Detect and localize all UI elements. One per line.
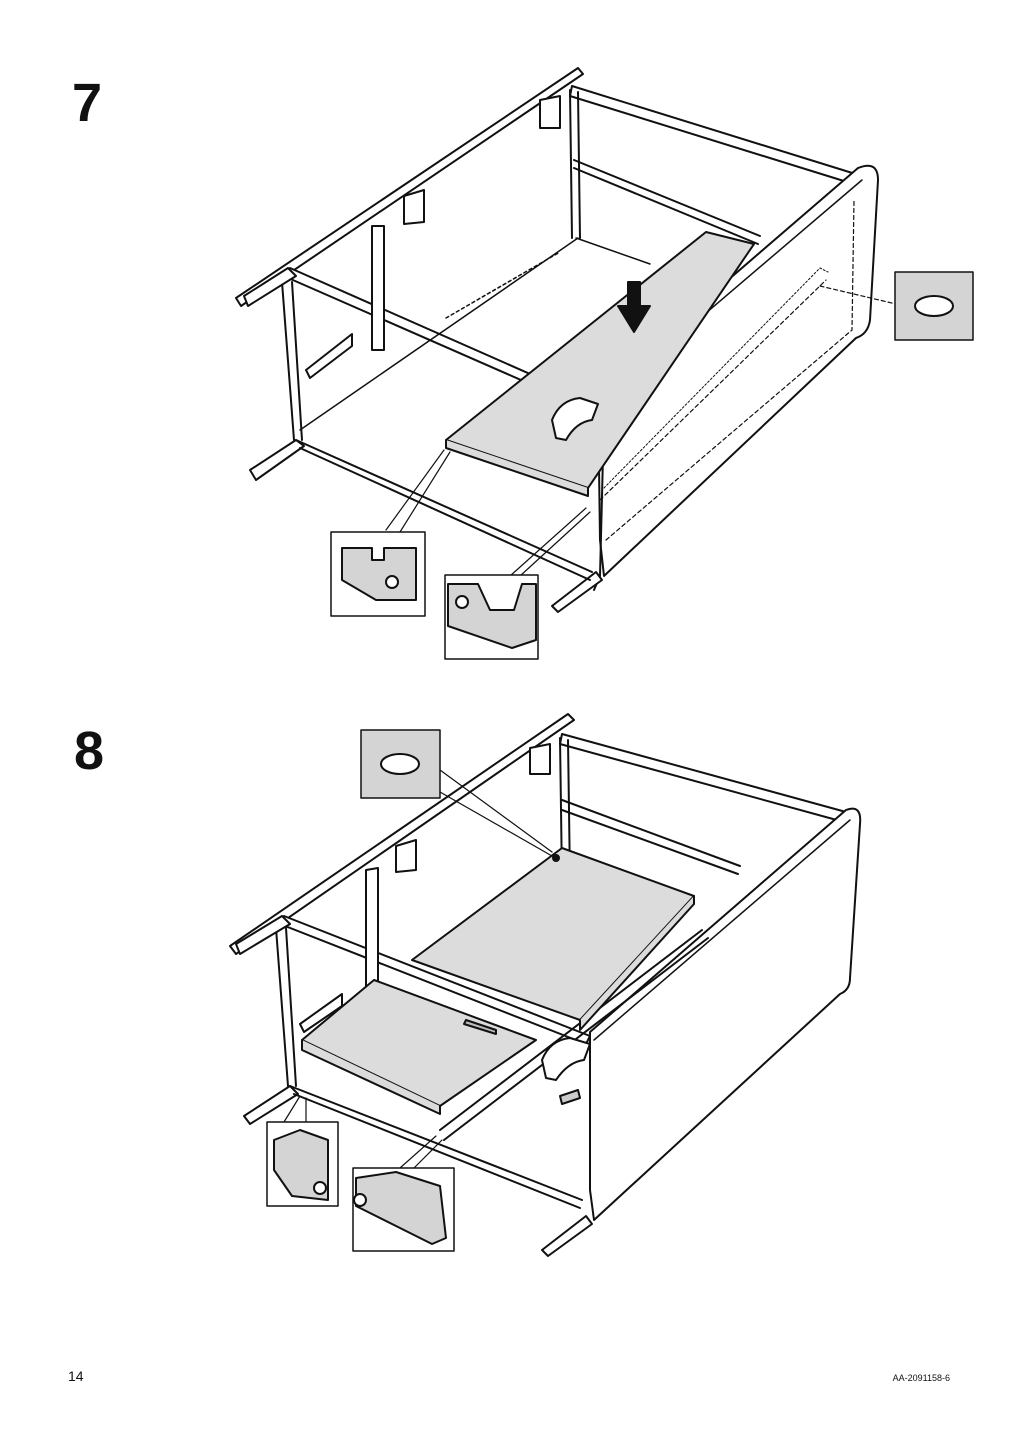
step-7-number: 7 [72,73,103,133]
inner-brackets [305,95,561,379]
document-code: AA-2091158-6 [892,1373,950,1383]
page-number: 14 [68,1368,84,1384]
bracket-detail-left-8 [266,1095,339,1207]
bracket-detail-left [330,449,451,617]
frame-bottom-rails [295,159,761,581]
frame-top-rails [235,67,863,413]
step-8-illustration [229,713,862,1257]
hole-detail-callout-8 [360,729,553,857]
side-panel-8 [589,807,862,1221]
frame-bottom-rails-8 [289,799,741,1209]
down-arrow-icon [617,281,651,333]
frame-legs [243,89,603,613]
bracket-detail-right [444,507,591,660]
lower-shelf-panel [301,979,537,1115]
hole-detail-callout [819,271,974,341]
rail-end [551,397,599,441]
shelf-panel [445,231,829,501]
upper-shelf-panel [411,847,695,1031]
step-8-number: 8 [74,721,105,781]
rail-end-8 [541,1037,591,1081]
step-7-illustration [235,67,974,660]
rail-clip [559,1089,581,1105]
bracket-detail-right-8 [352,1135,455,1252]
frame-top-rails-8 [229,713,847,1045]
